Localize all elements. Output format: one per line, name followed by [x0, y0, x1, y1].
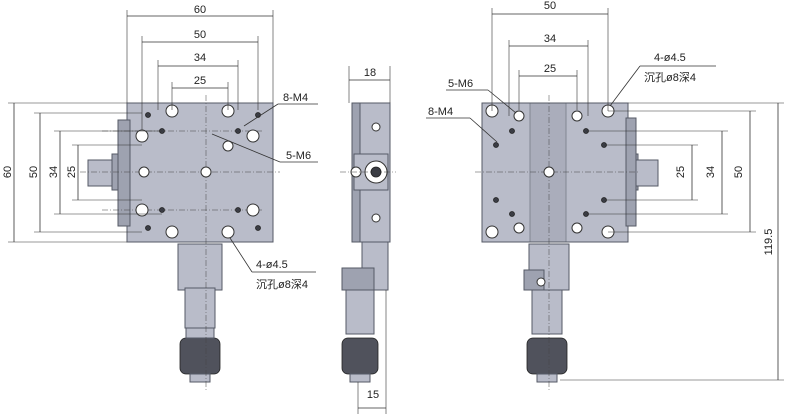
side-hole [371, 213, 381, 223]
front-m6-hole [200, 166, 212, 178]
back-callout-m6: 5-M6 [448, 78, 473, 90]
side-dim-18: 18 [364, 67, 376, 79]
back-dim-50-right: 50 [733, 166, 745, 178]
back-m4-hole [493, 197, 499, 203]
back-m6-hole [571, 110, 583, 122]
front-callout-m6: 5-M6 [286, 150, 311, 162]
front-m4-hole [235, 207, 241, 213]
back-micrometer-barrel [531, 289, 563, 335]
back-top-dimensions: 50 34 25 [491, 0, 609, 116]
front-counterbore-hole [246, 129, 260, 143]
front-micrometer-sleeve [177, 243, 223, 291]
side-knob-tip [349, 373, 371, 383]
front-callout-through: 4-ø4.5 [256, 259, 288, 271]
front-m4-hole [255, 225, 261, 231]
front-top-dimensions: 60 50 34 25 [126, 4, 274, 130]
front-m6-hole [222, 140, 234, 152]
back-side-knob [635, 159, 659, 187]
back-dim-34-top: 34 [544, 33, 556, 45]
front-left-dimensions: 60 50 34 25 [2, 102, 162, 243]
side-view: 18 15 [340, 66, 396, 414]
back-counterbore-hole [485, 225, 499, 239]
back-dim-50-top: 50 [544, 0, 556, 12]
front-dim-60-left: 60 [2, 166, 14, 178]
back-dim-25-top: 25 [544, 63, 556, 75]
front-main-plate [126, 102, 274, 243]
front-dim-25-top: 25 [194, 75, 206, 87]
back-dim-119-5: 119.5 [763, 229, 775, 256]
front-knob-tip [189, 373, 211, 383]
back-knurled-knob [526, 337, 568, 375]
back-knob-tip [536, 373, 558, 383]
side-knurled-knob [341, 337, 379, 375]
back-m4-hole [493, 142, 499, 148]
back-right-dimensions: 25 34 50 119.5 [560, 102, 784, 381]
back-m6-hole [513, 222, 525, 234]
front-callout-counterbore: 沉孔ø8深4 [256, 278, 308, 291]
back-m6-hole [571, 222, 583, 234]
front-counterbore-hole [135, 129, 149, 143]
front-through-hole [165, 225, 179, 239]
front-knurled-knob [179, 337, 221, 375]
side-dim-15: 15 [367, 389, 379, 401]
back-callouts: 4-ø4.5 沉孔ø8深4 5-M6 8-M4 [426, 52, 716, 143]
back-m6-hole [513, 110, 525, 122]
front-left-rail [117, 119, 131, 227]
back-callout-counterbore: 沉孔ø8深4 [644, 71, 696, 84]
front-callouts: 8-M4 5-M6 4-ø4.5 沉孔ø8深4 [211, 92, 318, 291]
back-callout-through: 4-ø4.5 [654, 52, 686, 64]
back-small-hole [536, 277, 546, 287]
front-m6-hole [138, 166, 150, 178]
front-side-knob [87, 159, 115, 187]
back-view: 50 34 25 25 34 50 [426, 0, 784, 390]
side-micrometer-barrel [345, 289, 375, 335]
back-dim-34-right: 34 [705, 166, 717, 178]
front-dim-34-top: 34 [194, 52, 206, 64]
side-micrometer-block [341, 267, 375, 291]
front-view: 60 50 34 25 60 50 [2, 4, 318, 390]
front-dim-25-left: 25 [66, 166, 78, 178]
front-micrometer-barrel [184, 287, 216, 329]
back-callout-m4: 8-M4 [428, 106, 453, 118]
front-m4-hole [145, 112, 151, 118]
side-hole [371, 122, 381, 132]
front-m4-hole [145, 225, 151, 231]
front-counterbore-hole [135, 203, 149, 217]
front-m4-hole [159, 207, 165, 213]
back-m4-hole [509, 211, 515, 217]
front-dim-50-left: 50 [28, 166, 40, 178]
front-m4-hole [235, 128, 241, 134]
front-dim-60-top: 60 [194, 4, 206, 16]
front-dim-50-top: 50 [194, 29, 206, 41]
front-counterbore-hole [246, 203, 260, 217]
back-dim-25-right: 25 [675, 166, 687, 178]
front-knob-collar [185, 327, 215, 339]
front-dim-34-left: 34 [48, 166, 60, 178]
back-m6-hole [543, 166, 555, 178]
front-callout-m4: 8-M4 [283, 92, 308, 104]
front-through-hole [221, 225, 235, 239]
back-m4-hole [509, 128, 515, 134]
front-holes [135, 104, 261, 239]
